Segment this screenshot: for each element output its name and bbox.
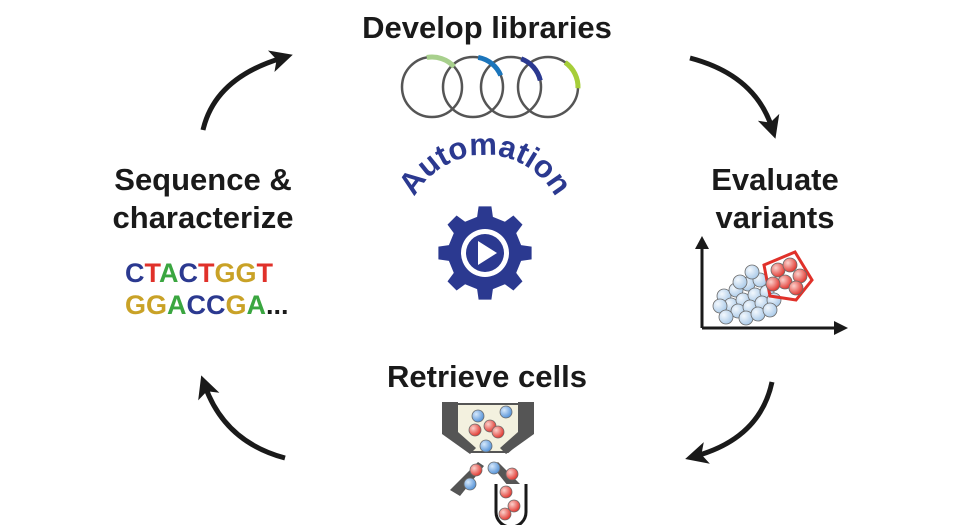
cell [782,257,798,273]
cell [463,477,477,491]
cell [732,274,748,290]
cell [499,485,513,499]
step-evaluate-label-line1: Evaluate [711,162,839,197]
cell-sorter-icon [442,402,534,525]
sequence-base: G [236,258,257,288]
play-icon [478,241,497,265]
sequence-base: A [159,258,179,288]
sequence-base: C [179,258,199,288]
step-develop-label: Develop libraries [362,10,612,45]
cell [765,276,781,292]
step-sequence-label-line1: Sequence & [114,162,291,197]
scatter-plot-icon [695,236,848,335]
step-retrieve-label: Retrieve cells [387,359,587,394]
cell [499,405,513,419]
sequence-line-1: CTACTGGT [125,258,274,288]
sequence-base: G [146,290,167,320]
cell [718,309,734,325]
cycle-arrow-bottom-left [198,375,286,461]
step-evaluate-label-line2: variants [716,200,835,235]
sequence-base: G [215,258,236,288]
cycle-arrow-top-right [689,55,780,139]
cell [471,409,485,423]
sequence-base: T [145,258,162,288]
sequence-base: G [125,290,146,320]
cell [491,425,505,439]
cell [788,280,804,296]
sorted-cells [463,405,521,521]
sequence-base: C [125,258,145,288]
cycle-arrow-top-left [200,50,293,131]
cell [468,423,482,437]
sequence-base: T [257,258,274,288]
sequence-base: G [226,290,247,320]
cell [744,264,760,280]
automation-label: Automation [391,127,579,201]
cell [479,439,493,453]
selected-cell-cluster [765,257,808,296]
cycle-arrow-bottom-right [685,381,775,464]
selection-gate [762,250,814,302]
cell [505,467,519,481]
sequence-base: ... [266,290,289,320]
automation-label-path: Automation [391,127,579,201]
sequence-line-2: GGACCGA... [125,290,289,320]
cell [498,507,512,521]
cell [469,463,483,477]
sequence-base: C [206,290,226,320]
cell [762,302,778,318]
step-sequence-label-line2: characterize [113,200,294,235]
sequence-base: C [187,290,207,320]
sequence-base: A [167,290,187,320]
cell [487,461,501,475]
cell [507,499,521,513]
sequence-base: A [247,290,267,320]
plasmid-library-icon [399,54,581,120]
gear-play-icon [438,206,532,300]
sequence-base: T [198,258,215,288]
